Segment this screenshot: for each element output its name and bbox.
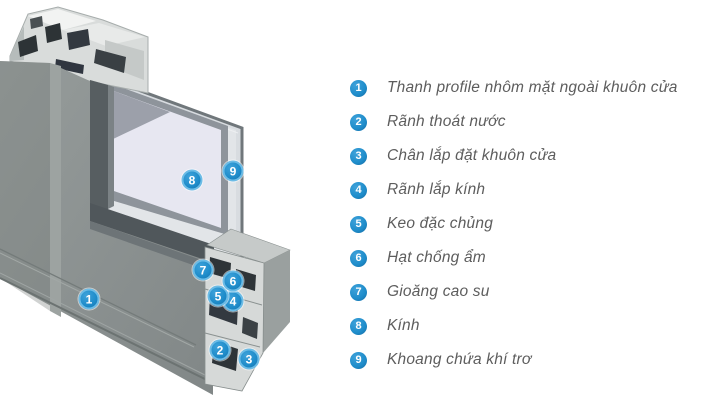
diagram-number-badge: 6 [222, 270, 244, 292]
profile-cavity [45, 23, 62, 43]
profile-cavity [67, 29, 90, 50]
legend-number-badge: 3 [350, 147, 367, 165]
legend-number-badge: 7 [350, 283, 367, 301]
diagram-number-badge: 5 [207, 285, 229, 307]
legend-number-badge: 2 [350, 113, 367, 131]
legend-item-label: Gioăng cao su [387, 283, 490, 300]
legend: 1 Thanh profile nhôm mặt ngoài khuôn cửa… [350, 71, 710, 377]
legend-number-badge: 9 [350, 351, 367, 369]
diagram-number-badge: 3 [238, 348, 260, 370]
glazing-rebate-channel [90, 80, 214, 271]
profile-cavity [18, 35, 38, 57]
legend-item-label: Rãnh lắp kính [387, 181, 486, 198]
legend-number-badge: 5 [350, 215, 367, 233]
legend-item: 1 Thanh profile nhôm mặt ngoài khuôn cửa [350, 71, 710, 105]
legend-item: 7 Gioăng cao su [350, 275, 710, 309]
face-step [50, 63, 61, 317]
legend-item-label: Hạt chống ẩm [387, 249, 486, 266]
legend-item-label: Keo đặc chủng [387, 215, 494, 232]
legend-item-label: Kính [387, 317, 420, 334]
glass-reflection [111, 90, 170, 140]
legend-number-badge: 6 [350, 249, 367, 267]
diagram-number-badge: 9 [222, 160, 244, 182]
diagram-number-badge: 8 [181, 169, 203, 191]
legend-item-label: Rãnh thoát nước [387, 113, 506, 130]
legend-item: 5 Keo đặc chủng [350, 207, 710, 241]
legend-item-label: Khoang chứa khí trơ [387, 351, 532, 368]
frame-bottom-edge [0, 277, 214, 384]
profile-3d-render [0, 6, 291, 395]
legend-item: 9 Khoang chứa khí trơ [350, 343, 710, 377]
legend-item: 4 Rãnh lắp kính [350, 173, 710, 207]
thermal-break [55, 59, 84, 74]
legend-item-label: Thanh profile nhôm mặt ngoài khuôn cửa [387, 79, 678, 96]
diagram-number-badge: 1 [78, 288, 100, 310]
legend-number-badge: 8 [350, 317, 367, 335]
legend-number-badge: 4 [350, 181, 367, 199]
legend-number-badge: 1 [350, 79, 367, 97]
profile-cavity [94, 49, 126, 73]
profile-cavity [242, 317, 258, 339]
diagram-number-badge: 2 [209, 339, 231, 361]
legend-item: 3 Chân lắp đặt khuôn cửa [350, 139, 710, 173]
legend-item: 8 Kính [350, 309, 710, 343]
legend-item: 6 Hạt chống ẩm [350, 241, 710, 275]
diagram-number-badge: 7 [192, 259, 214, 281]
legend-item: 2 Rãnh thoát nước [350, 105, 710, 139]
legend-item-label: Chân lắp đặt khuôn cửa [387, 147, 557, 164]
